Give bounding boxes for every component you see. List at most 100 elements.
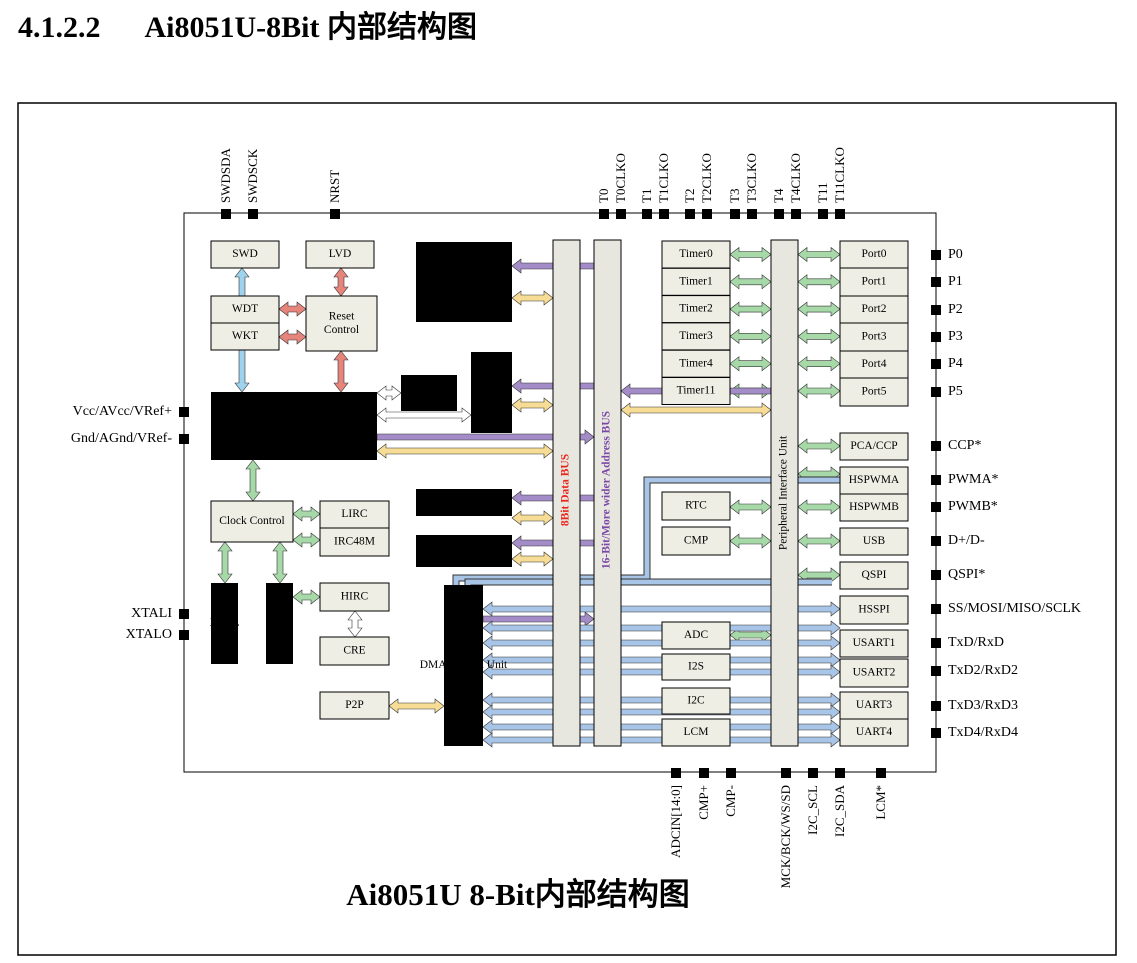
pin-label-t1clko: T1CLKO (656, 153, 671, 203)
pin-gnd-agnd-vref (179, 434, 189, 444)
dma-control-unit-box (444, 585, 483, 746)
pin-label-t2: T2 (682, 189, 697, 203)
block-hspwma: HSPWMA (839, 466, 909, 495)
pin-xtali (179, 609, 189, 619)
pin-label-xtali: XTALI (131, 606, 172, 621)
cre-block-label: CRE (343, 645, 365, 657)
timer-block-timer11-box (661, 377, 731, 405)
block-usart1-label: USART1 (853, 637, 896, 649)
pin-d-d (931, 536, 941, 546)
pin-label-vcc-avcc-vref: Vcc/AVcc/VRef+ (73, 404, 172, 419)
block-hsspi-box (839, 595, 909, 625)
pll-block-box (266, 583, 293, 664)
cmp-block-label: CMP (684, 535, 708, 547)
block-pca-ccp-label: PCA/CCP (850, 440, 897, 452)
block-port3-box (839, 322, 909, 352)
mdu32-tfpu-block-label: MDU32 (410, 380, 449, 392)
mdu32-tfpu-block-label: TFPU (415, 393, 444, 405)
block-uart3: UART3 (839, 691, 909, 720)
block-hspwmb-label: HSPWMB (849, 501, 899, 513)
data-idata-block-label: DATA+IDATA (429, 489, 499, 501)
cpu-block: 8-Bit CPU (211, 392, 377, 460)
rtc-block-label: RTC (685, 500, 707, 512)
timer-block-timer1-label: Timer1 (679, 275, 713, 287)
block-port5-label: Port5 (862, 386, 887, 398)
block-usb-box (839, 527, 909, 556)
adc-block-box (661, 621, 731, 650)
pin-t0clko (616, 209, 626, 219)
pin-label-t0: T0 (596, 189, 611, 203)
pin-p3 (931, 332, 941, 342)
block-uart4-label: UART4 (856, 726, 893, 738)
rtc-block-box (661, 491, 731, 521)
i2s-block-box (661, 653, 731, 681)
swd-block-box (210, 240, 280, 269)
pin-label-ss-mosi-miso-sclk: SS/MOSI/MISO/SCLK (948, 601, 1081, 616)
timer-block-timer3-label: Timer3 (679, 330, 713, 342)
cpu-block-label: 8-Bit CPU (270, 420, 320, 432)
irc48m-block-box (319, 527, 390, 557)
pin-label-p2: P2 (948, 302, 963, 317)
pin-p4 (931, 359, 941, 369)
pin-label-lcm: LCM* (873, 785, 888, 820)
dma-qspi-path (465, 579, 832, 585)
hirc-block-box (319, 582, 390, 612)
pin-ss-mosi-miso-sclk (931, 604, 941, 614)
timer-block-timer1: Timer1 (661, 267, 731, 296)
pin-label-d-d: D+/D- (948, 533, 985, 548)
pin-label-gnd-agnd-vref: Gnd/AGnd/VRef- (71, 431, 172, 446)
pin-txd4-rxd4 (931, 728, 941, 738)
pin-label-cmp: CMP+ (696, 785, 711, 820)
timer-block-timer0-label: Timer0 (679, 248, 713, 260)
xtal-block-box (211, 583, 238, 664)
pin-cmp (726, 768, 736, 778)
xtal-block-label: XTAL (210, 617, 240, 629)
cre-block: CRE (319, 636, 390, 666)
pin-p0 (931, 250, 941, 260)
i2c-block: I2C (661, 687, 731, 715)
pin-t1 (642, 209, 652, 219)
pin-t11clko (835, 209, 845, 219)
pin-label-mck-bck-ws-sd: MCK/BCK/WS/SD (778, 785, 793, 888)
flash-memory-block-label: Flash Memory (430, 255, 498, 267)
pin-label-t11clko: T11CLKO (832, 147, 847, 203)
pin-label-p5: P5 (948, 384, 963, 399)
irc48m-block-label: IRC48M (334, 536, 375, 548)
hirc-block-label: HIRC (341, 591, 369, 603)
pin-lcm (876, 768, 886, 778)
pin-label-t4clko: T4CLKO (788, 153, 803, 203)
xdata-block: XDATA(32KB) (416, 535, 512, 567)
block-uart4: UART4 (839, 718, 909, 747)
pin-label-pwma: PWMA* (948, 472, 999, 487)
pin-xtalo (179, 630, 189, 640)
block-pca-ccp: PCA/CCP (839, 432, 909, 461)
pin-label-txd2-rxd2: TxD2/RxD2 (948, 663, 1018, 678)
pin-p2 (931, 305, 941, 315)
pin-label-qspi: QSPI* (948, 567, 985, 582)
adc-block: ADC (661, 621, 731, 650)
pin-label-p3: P3 (948, 329, 963, 344)
pin-label-p1: P1 (948, 274, 963, 289)
pin-txd3-rxd3 (931, 701, 941, 711)
cre-block-box (319, 636, 390, 666)
pin-t1clko (659, 209, 669, 219)
pin-label-txd4-rxd4: TxD4/RxD4 (948, 725, 1018, 740)
block-port4-label: Port4 (862, 358, 887, 370)
pin-t11 (818, 209, 828, 219)
block-usart1: USART1 (839, 629, 909, 658)
reset-control-block-label: Control (324, 324, 359, 336)
i2s-block-label: I2S (688, 661, 704, 673)
block-port1: Port1 (839, 267, 909, 297)
pin-pwmb (931, 502, 941, 512)
swd-block-label: SWD (232, 248, 258, 260)
clock-control-block-box (210, 500, 294, 543)
block-hsspi: HSSPI (839, 595, 909, 625)
pin-label-adcin-14-0: ADCIN[14:0] (668, 785, 683, 858)
pin-label-t3: T3 (727, 189, 742, 203)
pin-label-t4: T4 (771, 188, 786, 203)
clock-control-block-label: Clock Control (219, 515, 285, 527)
reset-control-block-label: Reset (329, 310, 355, 322)
cmp-block-box (661, 526, 731, 556)
